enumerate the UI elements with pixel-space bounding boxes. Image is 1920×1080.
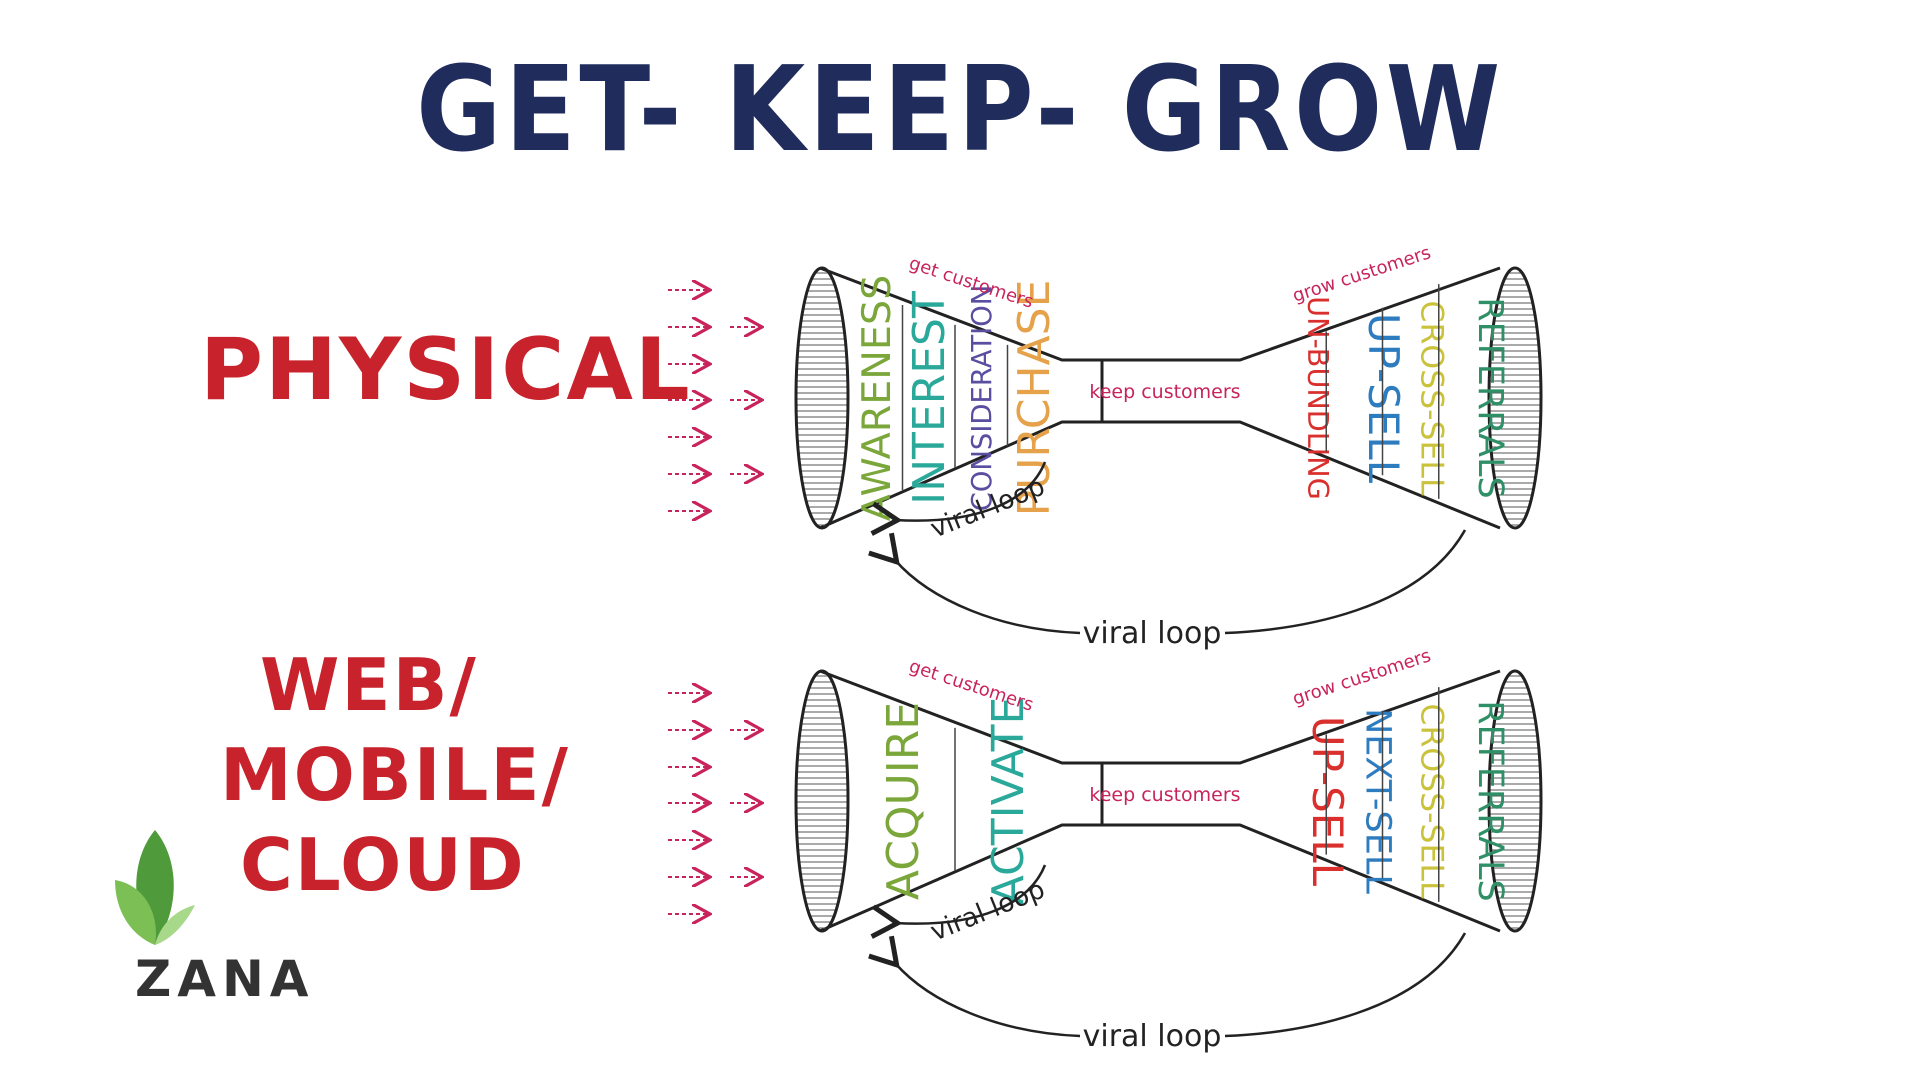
left-stage-label: CONSIDERATION [967, 285, 998, 512]
right-funnel-mouth [1487, 669, 1543, 933]
left-funnel-mouth [794, 669, 850, 933]
grow-customers-caption: grow customers [1290, 645, 1433, 709]
right-stage-label: CROSS-SELL [1414, 300, 1450, 495]
right-funnel-top [1102, 669, 1501, 765]
outer-viral-loop-right [1224, 932, 1467, 1038]
right-stage-label: UN-BUNDLING [1301, 296, 1335, 500]
left-stage-label: PURCHASE [1009, 280, 1060, 517]
leaf-icon [115, 830, 195, 945]
right-funnel-top [1102, 266, 1501, 362]
outer-viral-loop-left [868, 935, 1081, 1038]
right-stage-label: NEXT-SELL [1358, 708, 1398, 894]
left-stage-label: ACQUIRE [878, 702, 929, 900]
row-label-line: MOBILE/ [220, 733, 570, 817]
right-funnel-mouth [1487, 266, 1543, 530]
logo [110, 830, 200, 950]
row-label-web: WEB/ MOBILE/ CLOUD [220, 640, 570, 910]
keep-customers-caption: keep customers [1089, 381, 1240, 403]
outer-viral-loop-right [1224, 529, 1467, 635]
keep-customers-caption: keep customers [1089, 784, 1240, 806]
row-label-line: PHYSICAL [200, 320, 692, 420]
left-stage-label: INTEREST [904, 291, 955, 505]
left-stage-label: AWARENESS [854, 275, 900, 522]
right-stage-label: CROSS-SELL [1414, 703, 1450, 898]
right-funnel-bottom [1102, 420, 1501, 530]
logo-text: ZANA [135, 950, 315, 1008]
right-stage-label: REFERRALS [1470, 700, 1510, 902]
left-funnel-outline [819, 669, 1104, 933]
left-funnel-outline [819, 266, 1104, 530]
row-label-line: WEB/ [260, 643, 478, 727]
right-funnel-bottom [1102, 823, 1501, 933]
outer-viral-loop-label: viral loop [1083, 616, 1222, 651]
grow-customers-caption: grow customers [1290, 242, 1433, 306]
right-stage-label: UP-SELL [1303, 716, 1352, 887]
page-title: GET- KEEP- GROW [416, 40, 1504, 178]
outer-viral-loop-label: viral loop [1083, 1019, 1222, 1054]
row-label-line: CLOUD [240, 823, 526, 907]
row-label-physical: PHYSICAL [200, 320, 692, 420]
outer-viral-loop-left [868, 532, 1081, 635]
right-stage-label: REFERRALS [1470, 297, 1510, 499]
inner-viral-loop-arrow [870, 461, 1047, 536]
right-stage-label: UP-SELL [1359, 313, 1408, 484]
left-funnel-mouth [794, 266, 850, 530]
inner-viral-loop-arrow [870, 864, 1047, 939]
left-stage-label: ACTIVATE [983, 697, 1034, 906]
